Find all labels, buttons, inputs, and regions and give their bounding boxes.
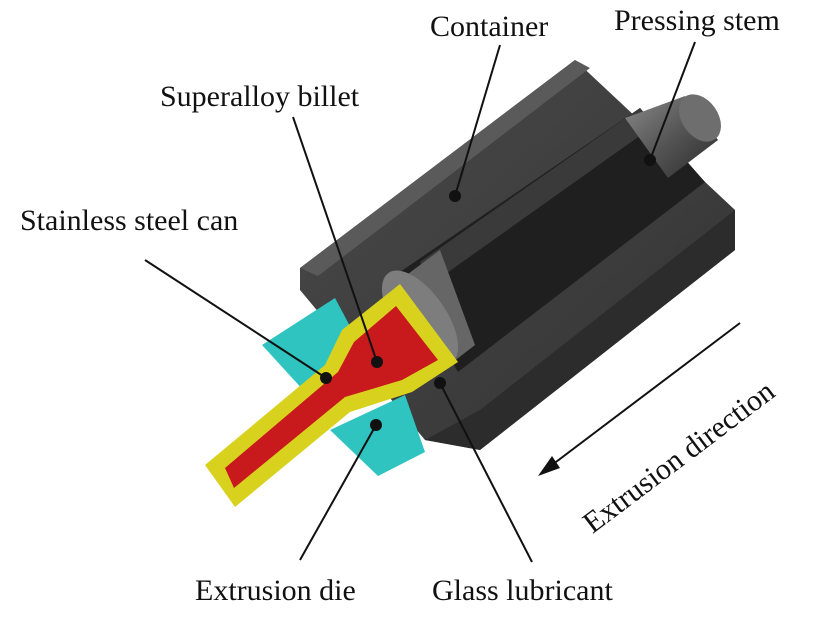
label-pressing-stem: Pressing stem — [614, 4, 780, 37]
label-stainless-steel-can: Stainless steel can — [20, 204, 239, 237]
label-container: Container — [430, 10, 549, 43]
container-bore — [400, 108, 705, 372]
label-extrusion-die: Extrusion die — [195, 574, 356, 607]
label-glass-lubricant: Glass lubricant — [432, 574, 613, 607]
leader-dots — [320, 154, 656, 431]
superalloy-billet — [225, 306, 438, 488]
extrusion-direction-arrow — [538, 322, 741, 476]
label-superalloy-billet: Superalloy billet — [160, 80, 360, 113]
pressing-stem — [625, 94, 721, 178]
leader-lines — [144, 41, 696, 563]
